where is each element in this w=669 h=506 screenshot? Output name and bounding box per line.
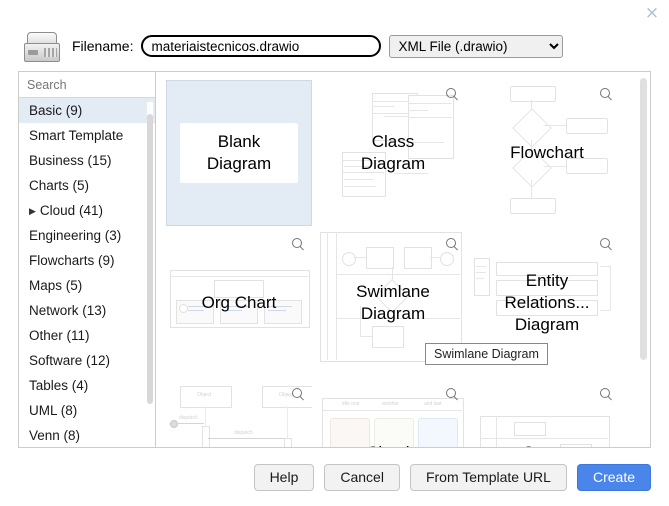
zoom-icon[interactable] <box>599 387 613 401</box>
sidebar-item-label: Flowcharts (9) <box>29 253 115 268</box>
zoom-icon[interactable] <box>445 237 459 251</box>
template-tile-org-chart[interactable]: Org Chart <box>166 230 312 376</box>
sidebar-item-label: Venn (8) <box>29 428 81 443</box>
dialog-header: Filename: XML File (.drawio) <box>0 26 669 66</box>
template-grid-scrollbar-thumb[interactable] <box>640 78 647 360</box>
sidebar-item-flowcharts[interactable]: Flowcharts (9) <box>19 248 155 273</box>
sidebar-item-label: Network (13) <box>29 303 107 318</box>
zoom-icon[interactable] <box>291 387 305 401</box>
sidebar-item-engineering[interactable]: Engineering (3) <box>19 223 155 248</box>
sidebar-item-label: Business (15) <box>29 153 112 168</box>
category-sidebar: Basic (9) Smart Template Business (15) C… <box>19 72 156 447</box>
sidebar-item-network[interactable]: Network (13) <box>19 298 155 323</box>
sidebar-item-smart-template[interactable]: Smart Template <box>19 123 155 148</box>
sidebar-item-software[interactable]: Software (12) <box>19 348 155 373</box>
from-template-url-button[interactable]: From Template URL <box>409 463 567 491</box>
sidebar-scrollbar[interactable] <box>147 102 153 422</box>
template-thumbnail <box>320 80 466 226</box>
sidebar-item-label: Software (12) <box>29 353 111 368</box>
template-thumbnail <box>474 80 620 226</box>
filetype-select[interactable]: XML File (.drawio) <box>389 34 564 58</box>
zoom-icon[interactable] <box>599 237 613 251</box>
template-tile-flowchart[interactable]: Flowchart <box>474 80 620 226</box>
sidebar-item-label: Smart Template <box>29 128 124 143</box>
zoom-icon[interactable] <box>445 87 459 101</box>
dialog-footer: Help Cancel From Template URL Create <box>0 460 669 494</box>
sidebar-item-uml[interactable]: UML (8) <box>19 398 155 423</box>
template-thumbnail <box>474 230 620 376</box>
template-thumbnail: title one another and last <box>320 380 466 447</box>
tooltip: Swimlane Diagram <box>425 343 548 365</box>
template-thumbnail <box>474 380 620 447</box>
sidebar-item-business[interactable]: Business (15) <box>19 148 155 173</box>
template-grid-scrollbar[interactable] <box>640 76 647 443</box>
template-thumbnail <box>166 230 312 376</box>
template-tile-cross-functional[interactable]: Cross- <box>474 380 620 447</box>
sidebar-item-maps[interactable]: Maps (5) <box>19 273 155 298</box>
sidebar-item-other[interactable]: Other (11) <box>19 323 155 348</box>
template-tile-sequence-diagram[interactable]: Object Object dispatch dispatch Sequence <box>166 380 312 447</box>
zoom-icon[interactable] <box>599 87 613 101</box>
zoom-icon[interactable] <box>291 237 305 251</box>
template-thumbnail <box>320 230 466 376</box>
sidebar-item-label: Engineering (3) <box>29 228 122 243</box>
close-icon[interactable]: × <box>644 3 660 23</box>
category-list: Basic (9) Smart Template Business (15) C… <box>19 98 155 447</box>
filename-label: Filename: <box>72 38 134 54</box>
sidebar-item-venn[interactable]: Venn (8) <box>19 423 155 447</box>
zoom-icon[interactable] <box>445 387 459 401</box>
template-tile-simple[interactable]: title one another and last Simple <box>320 380 466 447</box>
template-chooser-panel: Basic (9) Smart Template Business (15) C… <box>18 71 651 448</box>
sidebar-item-label: Other (11) <box>29 328 90 343</box>
search-box[interactable] <box>19 72 155 98</box>
sidebar-item-cloud[interactable]: ▶Cloud (41) <box>19 198 155 223</box>
sidebar-item-basic[interactable]: Basic (9) <box>19 98 155 123</box>
sidebar-item-label: Charts (5) <box>29 178 90 193</box>
chevron-right-icon[interactable]: ▶ <box>29 206 36 216</box>
sidebar-item-label: Basic (9) <box>29 103 83 118</box>
help-button[interactable]: Help <box>253 463 315 491</box>
search-input[interactable] <box>25 76 155 93</box>
sidebar-item-tables[interactable]: Tables (4) <box>19 373 155 398</box>
sidebar-scrollbar-thumb[interactable] <box>147 114 153 404</box>
cancel-button[interactable]: Cancel <box>324 463 400 491</box>
sidebar-item-label: Maps (5) <box>29 278 83 293</box>
sidebar-item-label: UML (8) <box>29 403 78 418</box>
filename-input[interactable] <box>141 35 382 57</box>
sidebar-item-charts[interactable]: Charts (5) <box>19 173 155 198</box>
create-button[interactable]: Create <box>576 463 651 491</box>
sidebar-item-label: Cloud (41) <box>39 203 103 218</box>
hard-disk-icon <box>22 30 62 62</box>
sidebar-item-label: Tables (4) <box>29 378 89 393</box>
